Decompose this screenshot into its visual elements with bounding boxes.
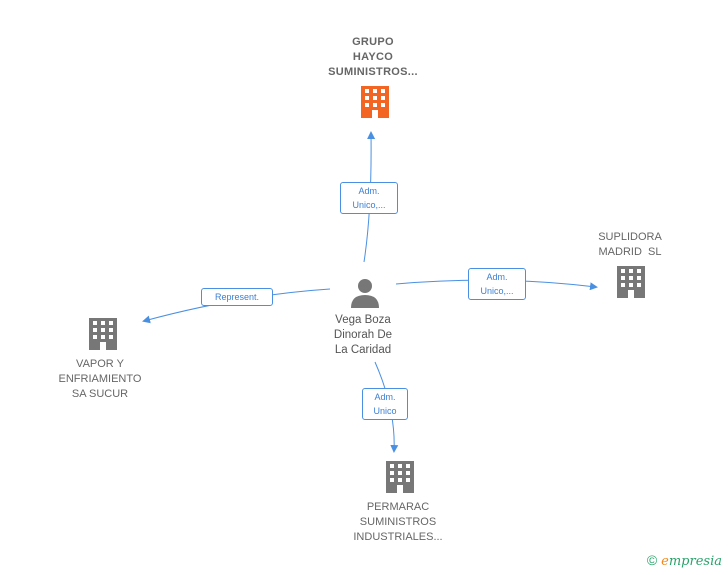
node-left-line-1: VAPOR Y: [76, 358, 124, 370]
node-top-line-3: SUMINISTROS...: [328, 66, 418, 78]
node-label-bottom[interactable]: PERMARAC SUMINISTROS INDUSTRIALES...: [330, 500, 466, 545]
edge-label-top[interactable]: Adm. Unico,...: [340, 182, 398, 214]
node-label-left[interactable]: VAPOR Y ENFRIAMIENTO SA SUCUR: [40, 357, 160, 402]
node-top-line-2: HAYCO: [352, 51, 394, 63]
building-icon-top[interactable]: [361, 86, 389, 118]
node-center-line-3: La Caridad: [334, 344, 392, 356]
copyright-symbol: ©: [646, 552, 658, 568]
edge-right-line-2: Unico,...: [480, 286, 514, 296]
node-center-line-1: Vega Boza: [335, 314, 391, 326]
edge-top-line-2: Unico,...: [352, 200, 386, 210]
node-label-right[interactable]: SUPLIDORA MADRID SL: [580, 230, 680, 260]
edge-top-line-1: Adm.: [358, 186, 380, 196]
node-bottom-line-2: SUMINISTROS: [359, 516, 437, 528]
edge-right-line-1: Adm.: [486, 272, 508, 282]
building-icon-left[interactable]: [89, 318, 117, 350]
edge-bottom-line-1: Adm.: [374, 392, 396, 402]
brand-rest: mpresia: [668, 554, 722, 569]
node-label-center[interactable]: Vega Boza Dinorah De La Caridad: [313, 313, 413, 358]
edge-label-left[interactable]: Represent.: [201, 288, 273, 306]
building-icon-bottom[interactable]: [386, 461, 414, 493]
node-left-line-2: ENFRIAMIENTO: [58, 373, 142, 385]
node-label-top[interactable]: GRUPO HAYCO SUMINISTROS...: [300, 35, 446, 80]
node-center-line-2: Dinorah De: [333, 329, 393, 341]
node-left-line-3: SA SUCUR: [71, 388, 129, 400]
edge-label-right[interactable]: Adm. Unico,...: [468, 268, 526, 300]
edge-left-line-1: Represent.: [214, 292, 260, 302]
node-right-line-1: SUPLIDORA: [598, 231, 662, 243]
node-bottom-line-1: PERMARAC: [366, 501, 430, 513]
edge-label-bottom[interactable]: Adm. Unico: [362, 388, 408, 420]
edge-bottom-line-2: Unico: [373, 406, 397, 416]
node-top-line-1: GRUPO: [352, 36, 394, 48]
node-right-line-2: MADRID SL: [598, 246, 662, 258]
brand-logo: ©empresia: [647, 552, 722, 569]
brand-e: e: [661, 554, 669, 569]
building-icon-right[interactable]: [617, 266, 645, 298]
node-bottom-line-3: INDUSTRIALES...: [353, 531, 443, 543]
person-icon[interactable]: [351, 279, 379, 308]
